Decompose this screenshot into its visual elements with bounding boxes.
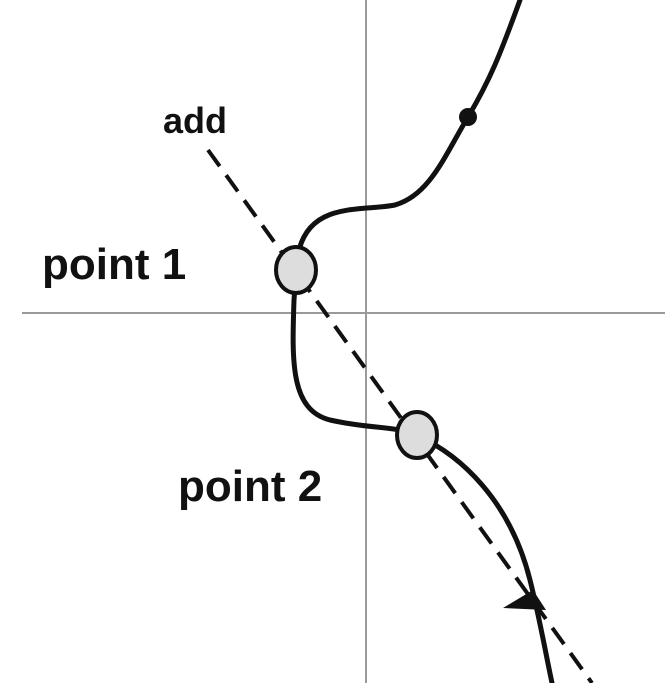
curve (290, 0, 555, 683)
arrowhead (503, 590, 546, 610)
point-1-marker (274, 245, 318, 295)
point-2-marker (395, 410, 439, 460)
curve-dot (459, 108, 477, 126)
addition-line (206, 148, 594, 683)
add-label: add (163, 100, 228, 141)
point-2-label: point 2 (178, 462, 323, 511)
point-1-label: point 1 (42, 240, 187, 289)
